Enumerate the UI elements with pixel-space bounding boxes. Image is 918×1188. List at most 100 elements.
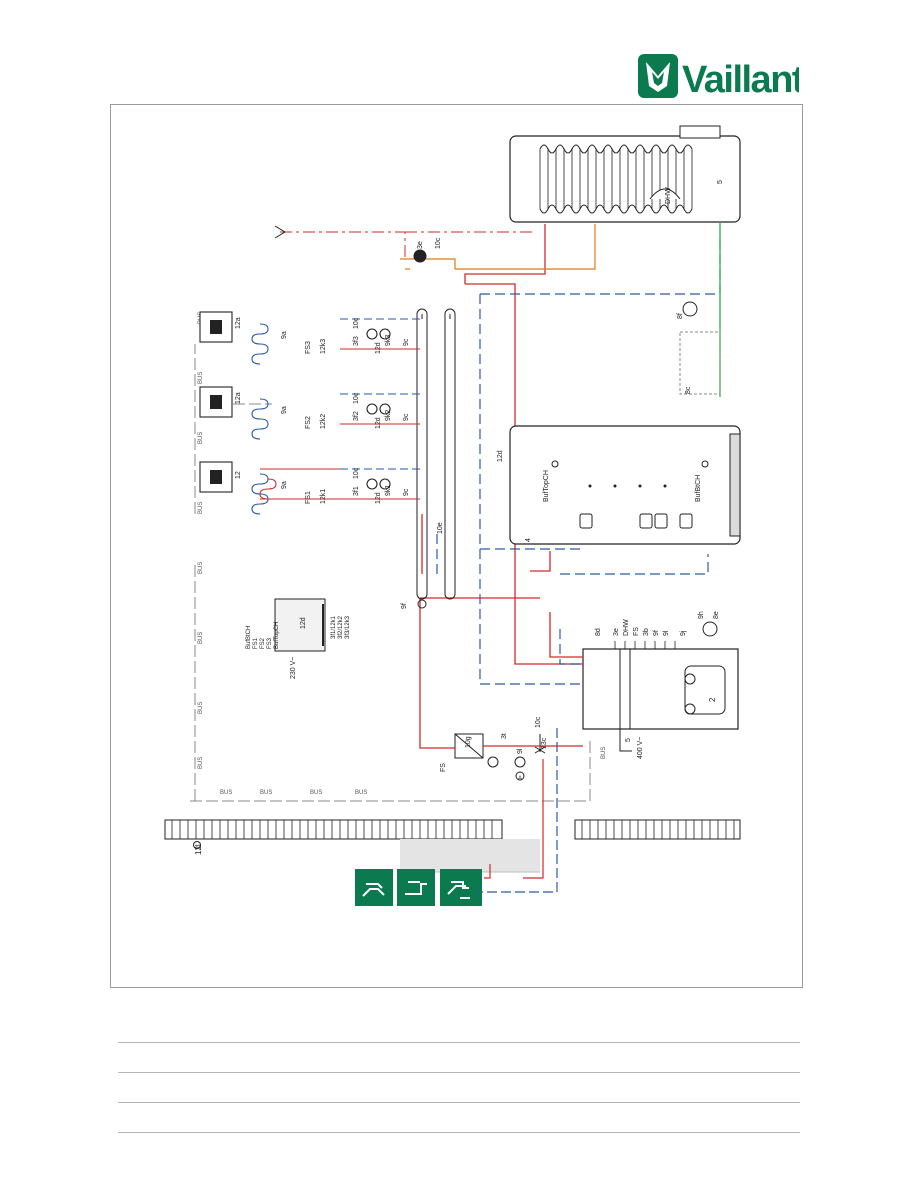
footer-rule-2	[118, 1072, 800, 1073]
svg-text:9h: 9h	[698, 611, 705, 619]
svg-text:9k2: 9k2	[385, 410, 392, 421]
svg-text:9f: 9f	[653, 630, 660, 636]
svg-text:5: 5	[717, 180, 724, 184]
svg-text:BufBtCH: BufBtCH	[695, 475, 702, 502]
svg-text:FS: FS	[633, 627, 640, 636]
svg-text:12k3: 12k3	[320, 339, 327, 354]
svg-text:12: 12	[235, 471, 242, 479]
circuit-2	[199, 386, 420, 440]
svg-text:BUS: BUS	[220, 790, 232, 796]
svg-text:10c: 10c	[353, 392, 360, 404]
source-circuit	[454, 733, 546, 781]
svg-text:3f2/12k2: 3f2/12k2	[338, 615, 344, 639]
diagram-frame	[110, 104, 803, 988]
svg-text:BufTopCH: BufTopCH	[274, 622, 280, 649]
footer-rule-1	[118, 1042, 800, 1043]
footer-rule-4	[118, 1132, 800, 1133]
svg-text:12d: 12d	[300, 617, 307, 629]
svg-text:9k1: 9k1	[385, 485, 392, 496]
vaillant-logo: Vaillant	[638, 54, 799, 100]
svg-text:8f: 8f	[677, 313, 684, 319]
svg-text:12d: 12d	[375, 492, 382, 504]
svg-text:230 V~: 230 V~	[290, 657, 297, 679]
solar-sensor: 12l	[193, 841, 203, 855]
svg-text:3f3: 3f3	[353, 336, 360, 346]
svg-text:4: 4	[525, 538, 532, 542]
svg-text:12k1: 12k1	[320, 489, 327, 504]
svg-text:10c: 10c	[353, 467, 360, 479]
svg-text:9a: 9a	[281, 406, 288, 414]
svg-text:12l: 12l	[194, 844, 203, 855]
svg-text:3f1/12k1: 3f1/12k1	[331, 615, 337, 639]
svg-text:BUS: BUS	[355, 790, 367, 796]
svg-text:12d: 12d	[375, 342, 382, 354]
wall	[164, 819, 741, 873]
svg-text:BUS: BUS	[260, 790, 272, 796]
svg-text:A: A	[518, 776, 522, 782]
svg-text:2: 2	[708, 697, 717, 702]
svg-text:FS3: FS3	[267, 637, 273, 649]
svg-text:FS2: FS2	[305, 416, 312, 429]
svg-text:BUS: BUS	[198, 702, 204, 714]
svg-text:3f1: 3f1	[353, 486, 360, 496]
svg-text:3b: 3b	[643, 628, 650, 636]
hydraulic-schematic: 12l BUS BUS BUS BUS BUS BUS BUS BUS BUS …	[164, 125, 741, 906]
svg-text:9f: 9f	[401, 603, 408, 609]
svg-text:9a: 9a	[281, 481, 288, 489]
svg-text:9c: 9c	[403, 488, 410, 496]
svg-text:5: 5	[625, 738, 632, 742]
svg-text:FS: FS	[440, 763, 447, 772]
footer-rule-3	[118, 1102, 800, 1103]
svg-text:BufBtCH: BufBtCH	[246, 626, 252, 649]
svg-text:BUS: BUS	[198, 502, 204, 514]
svg-text:3t: 3t	[501, 733, 508, 739]
svg-text:9j: 9j	[680, 630, 687, 636]
svg-text:3e: 3e	[613, 628, 620, 636]
svg-text:BUS: BUS	[198, 757, 204, 769]
svg-text:FS1: FS1	[305, 491, 312, 504]
svg-text:10c: 10c	[435, 237, 442, 249]
svg-text:10c: 10c	[353, 317, 360, 329]
svg-text:12a: 12a	[235, 317, 242, 329]
svg-text:FS1: FS1	[253, 637, 259, 649]
brand-name: Vaillant	[682, 59, 799, 100]
dhw-cylinder	[509, 125, 741, 223]
svg-text:DHW: DHW	[665, 187, 672, 204]
fill-group	[679, 301, 721, 395]
svg-text:12a: 12a	[235, 392, 242, 404]
svg-text:9l: 9l	[663, 630, 670, 636]
svg-text:FS3: FS3	[305, 341, 312, 354]
svg-text:8c: 8c	[685, 386, 692, 394]
circuit-3	[199, 311, 420, 365]
buffer-tank	[509, 425, 741, 545]
svg-text:9c: 9c	[403, 338, 410, 346]
svg-text:8e: 8e	[713, 611, 720, 619]
svg-text:BUS: BUS	[310, 790, 322, 796]
svg-text:12k2: 12k2	[320, 414, 327, 429]
svg-text:13c: 13c	[541, 737, 548, 749]
heating-circuits	[416, 308, 456, 600]
heat-pump: 2	[582, 648, 739, 730]
controller	[274, 598, 326, 652]
svg-text:BUS: BUS	[198, 562, 204, 574]
svg-text:3e: 3e	[417, 241, 424, 249]
svg-text:FS2: FS2	[260, 637, 266, 649]
circuit-1	[199, 461, 420, 515]
svg-text:10e: 10e	[437, 522, 444, 534]
svg-text:BufTopCH: BufTopCH	[543, 470, 550, 502]
svg-text:8d: 8d	[595, 628, 602, 636]
svg-text:9c: 9c	[403, 413, 410, 421]
svg-text:BUS: BUS	[198, 372, 204, 384]
svg-text:BUS: BUS	[601, 747, 607, 759]
svg-text:3f2: 3f2	[353, 411, 360, 421]
svg-text:12d: 12d	[497, 450, 504, 462]
svg-text:BUS: BUS	[198, 632, 204, 644]
svg-text:9l: 9l	[517, 748, 524, 754]
svg-text:9k3: 9k3	[385, 335, 392, 346]
svg-text:400 V~: 400 V~	[637, 737, 644, 759]
svg-text:BUS: BUS	[198, 432, 204, 444]
ground-source-icons	[355, 869, 482, 906]
svg-text:10c: 10c	[535, 716, 542, 728]
svg-text:DHW: DHW	[623, 619, 630, 636]
svg-text:12d: 12d	[375, 417, 382, 429]
